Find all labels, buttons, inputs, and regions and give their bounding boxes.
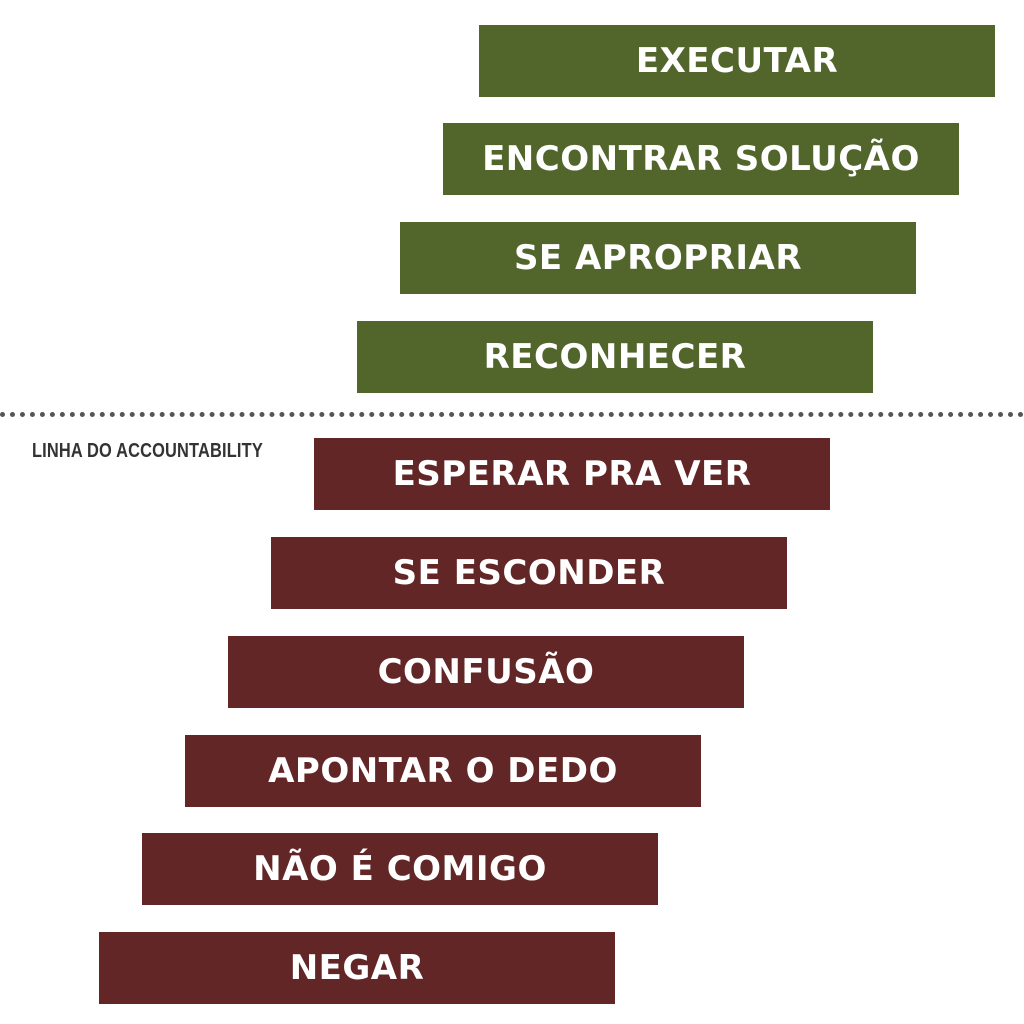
step-label: NEGAR [289,948,425,988]
accountability-line-label: LINHA DO ACCOUNTABILITY [32,440,263,462]
step-nao-e-comigo: NÃO É COMIGO [142,833,658,905]
step-se-apropriar: SE APROPRIAR [400,222,916,294]
step-label: RECONHECER [483,337,747,377]
step-se-esconder: SE ESCONDER [271,537,787,609]
step-apontar-o-dedo: APONTAR O DEDO [185,735,701,807]
step-esperar-pra-ver: ESPERAR PRA VER [314,438,830,510]
step-label: NÃO É COMIGO [253,849,547,889]
step-confusao: CONFUSÃO [228,636,744,708]
step-reconhecer: RECONHECER [357,321,873,393]
step-executar: EXECUTAR [479,25,995,97]
step-label: APONTAR O DEDO [268,751,618,791]
step-label: CONFUSÃO [377,652,595,692]
step-negar: NEGAR [99,932,615,1004]
step-label: SE ESCONDER [392,553,666,593]
step-encontrar-solucao: ENCONTRAR SOLUÇÃO [443,123,959,195]
accountability-line [0,412,1024,417]
step-label: ESPERAR PRA VER [392,454,752,494]
step-label: ENCONTRAR SOLUÇÃO [482,139,920,179]
step-label: EXECUTAR [635,41,839,81]
step-label: SE APROPRIAR [513,238,803,278]
